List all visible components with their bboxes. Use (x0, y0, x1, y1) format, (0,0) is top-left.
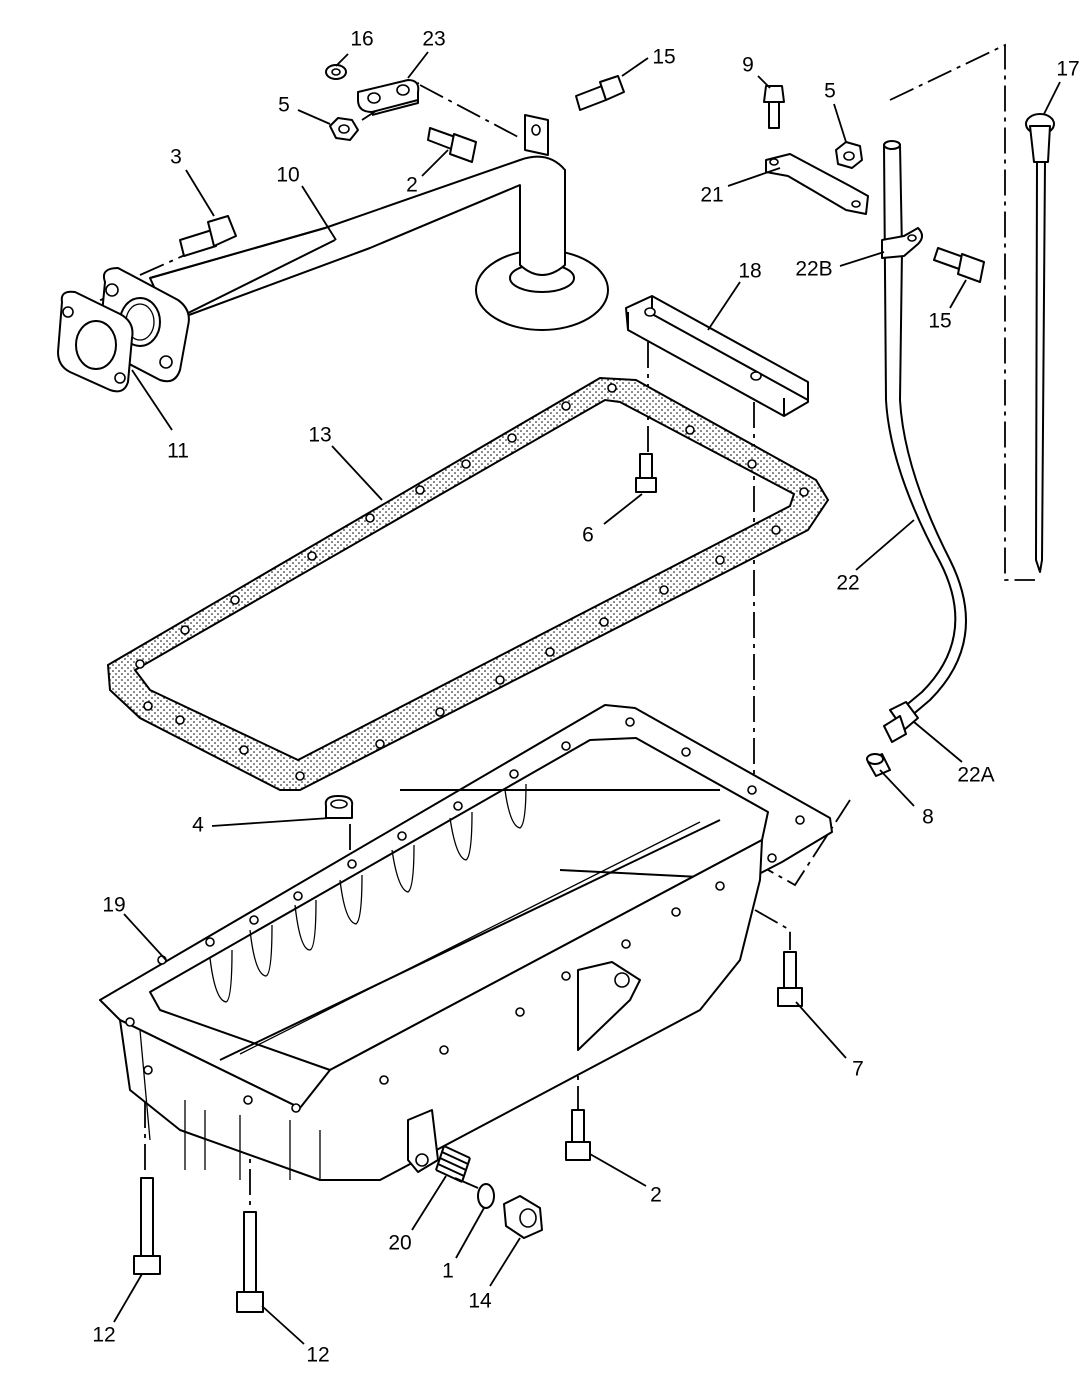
callout-22a: 22A (957, 764, 994, 787)
callout-15-upper: 15 (652, 46, 675, 69)
callout-18: 18 (738, 260, 761, 283)
callout-14: 14 (468, 1290, 492, 1313)
tube-flange-gasket (57, 290, 134, 393)
callout-5-right: 5 (824, 80, 836, 103)
baffle (625, 295, 809, 417)
callout-12-right: 12 (306, 1344, 329, 1367)
o-ring-1 (477, 1183, 495, 1209)
nut-5-right (835, 141, 863, 169)
bolt-2-lower (565, 1109, 591, 1161)
callout-22b: 22B (795, 258, 832, 281)
tube-bracket (357, 79, 420, 116)
stud-6 (635, 453, 657, 493)
gasket-bolt-holes (135, 383, 809, 781)
bolt-7 (777, 951, 803, 1007)
oil-suction-tube (98, 114, 609, 383)
callout-2-lower: 2 (650, 1184, 662, 1207)
tube-fitting-22a (883, 701, 919, 743)
bolt-15-right (933, 247, 985, 283)
callout-13: 13 (308, 424, 331, 447)
sleeve-8 (866, 753, 891, 777)
callout-10: 10 (276, 164, 299, 187)
callout-16: 16 (350, 28, 373, 51)
drain-plug-14 (503, 1195, 543, 1239)
callout-11: 11 (167, 440, 189, 463)
callout-9: 9 (742, 54, 754, 77)
spring-20 (435, 1145, 471, 1183)
bolt-12-left (133, 1177, 161, 1275)
dipstick-tube-bracket (765, 153, 869, 215)
callout-20: 20 (388, 1232, 411, 1255)
dipstick-tube (881, 140, 967, 723)
callout-4: 4 (192, 814, 204, 837)
callout-15-right: 15 (928, 310, 951, 333)
callout-22: 22 (836, 572, 859, 595)
bolt-9 (763, 85, 785, 129)
callout-1: 1 (442, 1260, 454, 1283)
callout-3: 3 (170, 146, 182, 169)
callout-7: 7 (852, 1058, 864, 1081)
bolt-15-upper (575, 75, 625, 111)
oil-pan-gasket (106, 376, 830, 791)
oil-pan-bolt-holes (125, 717, 805, 1113)
callout-labels: 16 23 15 5 3 10 2 11 9 5 17 21 22B 15 18… (92, 28, 1079, 1367)
callout-6: 6 (582, 524, 594, 547)
leader-lines (113, 51, 1061, 1345)
bolt-2-upper (427, 127, 477, 163)
washer-16 (325, 64, 347, 80)
callout-2-upper: 2 (406, 174, 418, 197)
bolt-3 (179, 215, 237, 257)
dipstick (1025, 113, 1055, 573)
oil-pan (99, 704, 833, 1181)
callout-8: 8 (922, 806, 934, 829)
nut-5-left (329, 117, 359, 141)
callout-12-left: 12 (92, 1324, 115, 1347)
bolt-12-right (236, 1211, 264, 1313)
callout-19: 19 (102, 894, 125, 917)
callout-17: 17 (1056, 58, 1079, 81)
callout-23: 23 (422, 28, 445, 51)
plug-4 (324, 795, 354, 819)
callout-5-left: 5 (278, 94, 290, 117)
callout-21: 21 (700, 184, 723, 207)
